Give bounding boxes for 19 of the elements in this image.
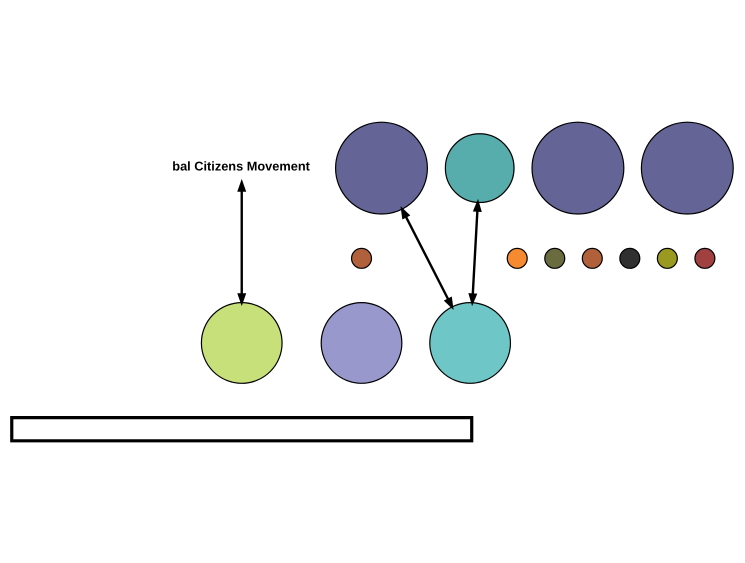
arrow: [468, 198, 482, 306]
node-circle: [544, 248, 566, 269]
arrow: [400, 206, 454, 310]
node-circle: [619, 248, 640, 269]
node-circle: [320, 302, 402, 384]
node-circle: [334, 122, 428, 215]
node-circle: [656, 248, 678, 269]
node-circle: [506, 248, 528, 269]
node-circle: [429, 302, 512, 384]
node-box: [10, 416, 474, 442]
node-circle: [531, 122, 624, 215]
node-circle: [694, 248, 716, 269]
node-text: bal Citizens Movement: [172, 158, 310, 174]
node-circle: [582, 248, 603, 269]
node-circle: [640, 122, 734, 215]
node-circle: [350, 248, 372, 269]
arrow: [237, 178, 246, 306]
node-circle: [444, 133, 515, 204]
node-circle: [200, 302, 283, 384]
